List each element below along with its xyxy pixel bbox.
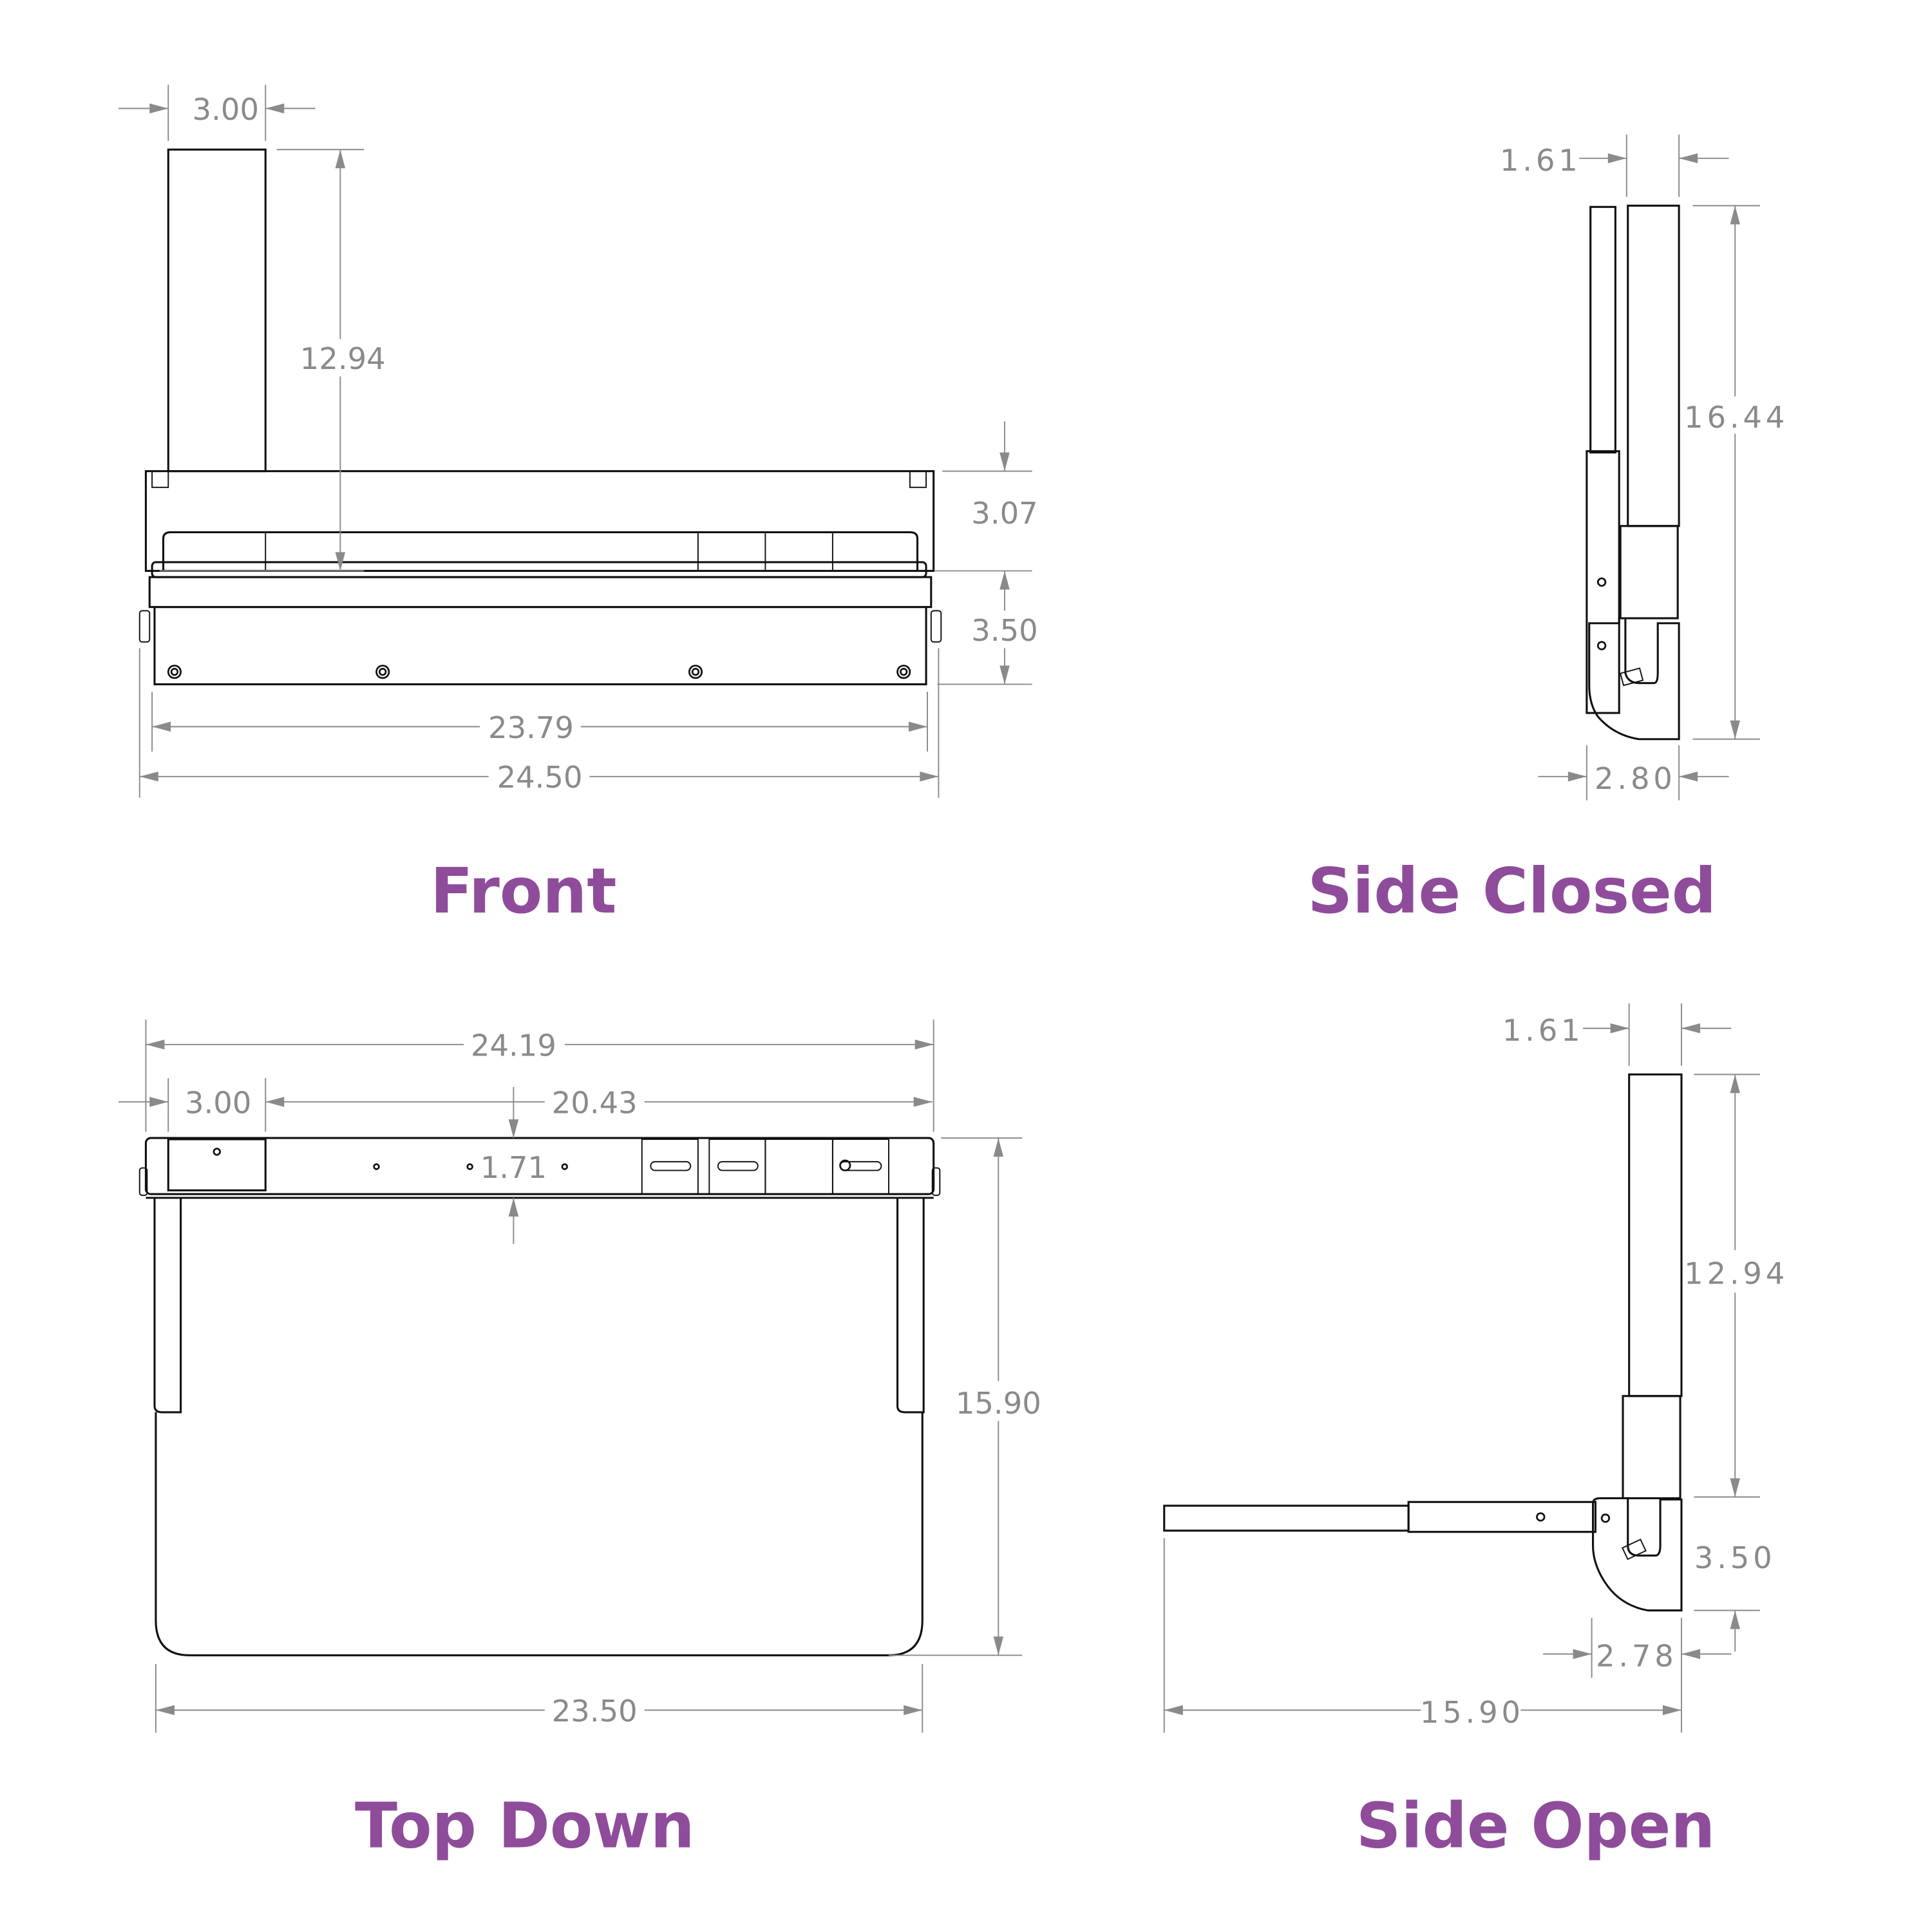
svg-text:20.43: 20.43 [552, 1085, 638, 1120]
side-open-view-title: Side Open [1356, 1789, 1716, 1862]
top-down-outline [138, 1137, 941, 1656]
svg-text:12.94: 12.94 [300, 341, 386, 376]
side-closed-outline [1586, 204, 1680, 741]
front-dim-column-height: 12.94 [159, 149, 386, 572]
top-down-view: 24.19 3.00 20.43 1.71 [118, 1019, 1041, 1862]
side-closed-dim-height: 16.44 [1684, 205, 1788, 740]
svg-text:2.78: 2.78 [1596, 1639, 1678, 1674]
side-closed-dim-column-depth: 1.61 [1500, 135, 1729, 197]
top-down-view-title: Top Down [355, 1789, 695, 1862]
svg-text:24.50: 24.50 [497, 760, 583, 795]
front-dim-column-width: 3.00 [118, 84, 316, 141]
top-down-dim-tray-width: 23.50 [155, 1663, 923, 1733]
svg-text:1.71: 1.71 [480, 1150, 547, 1185]
top-down-dim-overall-width: 24.19 [145, 1019, 934, 1132]
svg-text:3.50: 3.50 [1694, 1540, 1776, 1575]
svg-text:23.79: 23.79 [488, 710, 574, 745]
svg-text:3.07: 3.07 [971, 496, 1037, 531]
side-open-dim-base-depth: 2.78 [1543, 1618, 1732, 1733]
front-view: 3.00 12.94 3.07 3.50 [118, 84, 1038, 927]
front-view-outline [138, 148, 942, 686]
side-open-view: 1.61 12.94 3.50 2.78 [1163, 1003, 1788, 1862]
svg-text:2.80: 2.80 [1595, 761, 1676, 796]
front-dim-upper-height: 3.07 [942, 421, 1038, 531]
top-down-dim-column-width: 3.00 [118, 1078, 267, 1132]
svg-text:23.50: 23.50 [552, 1694, 638, 1728]
side-open-dim-tray-extension: 15.90 [1163, 1538, 1681, 1733]
side-closed-dim-base-depth: 2.80 [1538, 745, 1729, 800]
svg-text:16.44: 16.44 [1684, 400, 1788, 435]
svg-text:1.61: 1.61 [1500, 143, 1582, 178]
front-dim-lower-height: 3.50 [934, 570, 1038, 685]
side-closed-view-title: Side Closed [1307, 855, 1716, 927]
side-open-outline [1163, 1073, 1683, 1612]
svg-text:15.90: 15.90 [1420, 1695, 1524, 1730]
svg-text:15.90: 15.90 [956, 1386, 1041, 1421]
svg-text:24.19: 24.19 [471, 1028, 556, 1063]
front-dim-inner-width: 23.79 [151, 692, 928, 752]
front-dim-overall-width: 24.50 [138, 648, 940, 798]
svg-text:12.94: 12.94 [1684, 1256, 1788, 1291]
top-down-dim-tray-depth: 15.90 [889, 1137, 1041, 1656]
side-open-dim-column-depth: 1.61 [1502, 1003, 1732, 1066]
top-down-dim-rail-depth: 1.71 [480, 1086, 547, 1244]
side-open-dim-base-height: 3.50 [1694, 1540, 1776, 1652]
side-open-dim-column-height: 12.94 [1684, 1074, 1788, 1498]
svg-text:3.50: 3.50 [971, 613, 1037, 648]
svg-text:3.00: 3.00 [193, 92, 259, 127]
svg-text:1.61: 1.61 [1502, 1013, 1584, 1048]
front-view-title: Front [430, 855, 616, 927]
top-down-dim-rail-width: 20.43 [265, 1085, 933, 1120]
svg-text:3.00: 3.00 [185, 1085, 251, 1120]
side-closed-view: 1.61 16.44 2.80 Side Closed [1307, 135, 1788, 927]
